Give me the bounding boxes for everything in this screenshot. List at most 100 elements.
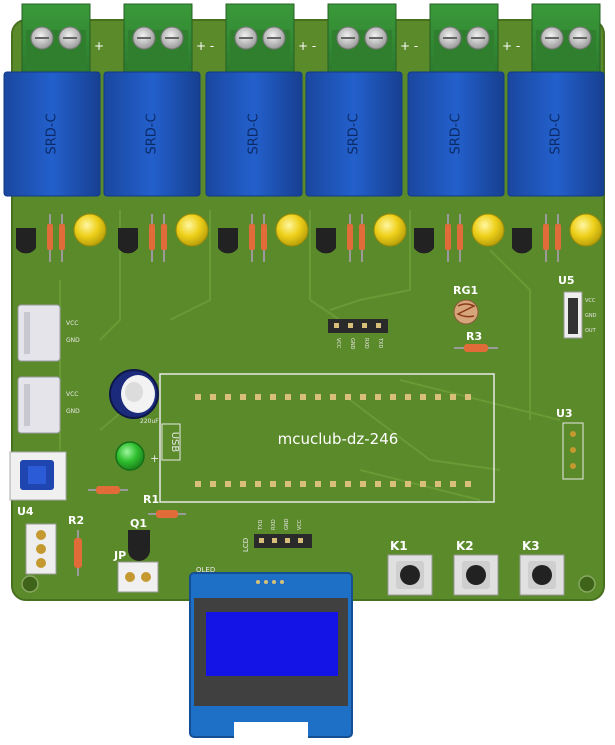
terminal-mark-2: + - [196, 39, 214, 53]
power-led: + [115, 441, 159, 471]
relay-driver-groups [16, 213, 603, 262]
relay-label-5: SRD-C [449, 113, 464, 154]
uart-pin-gnd: GND [349, 338, 355, 350]
mcu-pin-top [270, 394, 276, 400]
mcu-pin-top [450, 394, 456, 400]
q1-label: Q1 [130, 517, 147, 530]
button-k1[interactable]: K1 [387, 539, 433, 596]
mcu-pin-top [360, 394, 366, 400]
button-k3[interactable]: K3 [519, 539, 565, 596]
u5-pin-out: OUT [585, 328, 597, 334]
oled-pin-rxd: RXD [271, 519, 277, 530]
u5-connector: U5 VCC GND OUT [558, 274, 597, 339]
mcu-pin-top [285, 394, 291, 400]
u4-connector: U4 [17, 505, 57, 575]
mcu-pin-top [330, 394, 336, 400]
relay-modules: SRD-C SRD-C SRD-C SRD-C SRD-C SRD-C [3, 71, 605, 197]
capacitor-label: 220uF [140, 418, 159, 425]
relay-2: SRD-C [103, 71, 201, 197]
power-switch[interactable] [9, 451, 67, 501]
usb1-vcc-label: VCC [66, 320, 78, 327]
terminal-mark-5: + - [502, 39, 520, 53]
relay-4: SRD-C [305, 71, 403, 197]
mcu-pin-bottom [240, 481, 246, 487]
terminal-block-6: + - [531, 3, 615, 75]
svg-text:+: + [150, 452, 159, 465]
tactile-buttons: K1 K2 K3 [387, 539, 565, 596]
usb1-gnd-label: GND [66, 337, 80, 344]
u5-label: U5 [558, 274, 575, 287]
mcu-pin-top [405, 394, 411, 400]
mcu-pin-bottom [300, 481, 306, 487]
oled-pin-vcc: VCC [297, 519, 303, 530]
mcu-pin-bottom [255, 481, 261, 487]
mcu-pin-top [465, 394, 471, 400]
terminal-block-5: + - [429, 3, 520, 75]
driver-group-4 [316, 213, 407, 262]
driver-group-3 [218, 213, 309, 262]
terminal-mark-1: + [94, 39, 104, 53]
resistor-r2: R2 [68, 514, 84, 576]
usb2-gnd-label: GND [66, 408, 80, 415]
photoresistor-rg1: RG1 [453, 284, 479, 325]
terminal-block-1: + [21, 3, 104, 75]
jumper-jp: JP [113, 549, 159, 593]
usb2-vcc-label: VCC [66, 391, 78, 398]
terminal-block-3: + - [225, 3, 316, 75]
mcu-pin-top [315, 394, 321, 400]
k1-label: K1 [390, 539, 408, 553]
u3-label: U3 [556, 407, 573, 420]
uart-pin-rxd: RXD [363, 338, 369, 349]
mcu-pin-top [210, 394, 216, 400]
u5-pin-vcc: VCC [585, 298, 596, 304]
relay-label-4: SRD-C [347, 113, 362, 154]
r3-label: R3 [466, 330, 482, 343]
relay-3: SRD-C [205, 71, 303, 197]
uart-header: VCC GND RXD TXD [328, 319, 388, 350]
relay-label-1: SRD-C [45, 113, 60, 154]
mcu-pin-bottom [465, 481, 471, 487]
mcu-pin-top [420, 394, 426, 400]
resistor-r1: R1 [143, 493, 186, 518]
oled-screen [206, 612, 338, 676]
relay-1: SRD-C [3, 71, 101, 197]
r2-label: R2 [68, 514, 84, 527]
relay-label-3: SRD-C [247, 113, 262, 154]
mcu-pin-top [390, 394, 396, 400]
mcu-pin-bottom [360, 481, 366, 487]
mcu-pin-bottom [210, 481, 216, 487]
terminal-blocks: ++ -+ -+ -+ -+ - [21, 3, 615, 75]
u3-connector: U3 [556, 407, 584, 480]
capacitor-220uf: 220uF [109, 369, 159, 425]
u4-label: U4 [17, 505, 34, 518]
mcu-module: USB mcuclub-dz-246 [159, 373, 495, 503]
terminal-mark-3: + - [298, 39, 316, 53]
board-name: mcuclub-dz-246 [278, 430, 399, 448]
transistor-q1: Q1 [128, 517, 150, 561]
relay-6: SRD-C [507, 71, 605, 197]
usb-label: USB [169, 432, 180, 453]
lcd-tag: LCD [242, 538, 250, 552]
mcu-pin-bottom [420, 481, 426, 487]
rg1-label: RG1 [453, 284, 478, 297]
jp-label: JP [113, 549, 126, 562]
button-k2[interactable]: K2 [453, 539, 499, 596]
oled-display: OLED [189, 566, 353, 738]
mcu-pin-bottom [195, 481, 201, 487]
mcu-pin-rows [195, 394, 471, 487]
mcu-pin-top [195, 394, 201, 400]
mcu-pin-bottom [450, 481, 456, 487]
uart-pin-txd: TXD [377, 337, 383, 348]
driver-group-2 [118, 213, 209, 262]
relay-label-2: SRD-C [145, 113, 160, 154]
r1-label: R1 [143, 493, 159, 506]
mcu-pin-top [375, 394, 381, 400]
mcu-pin-top [345, 394, 351, 400]
mcu-pin-bottom [330, 481, 336, 487]
mcu-pin-top [240, 394, 246, 400]
mcu-pin-bottom [435, 481, 441, 487]
mcu-pin-bottom [225, 481, 231, 487]
driver-group-1 [16, 213, 107, 262]
k3-label: K3 [522, 539, 540, 553]
